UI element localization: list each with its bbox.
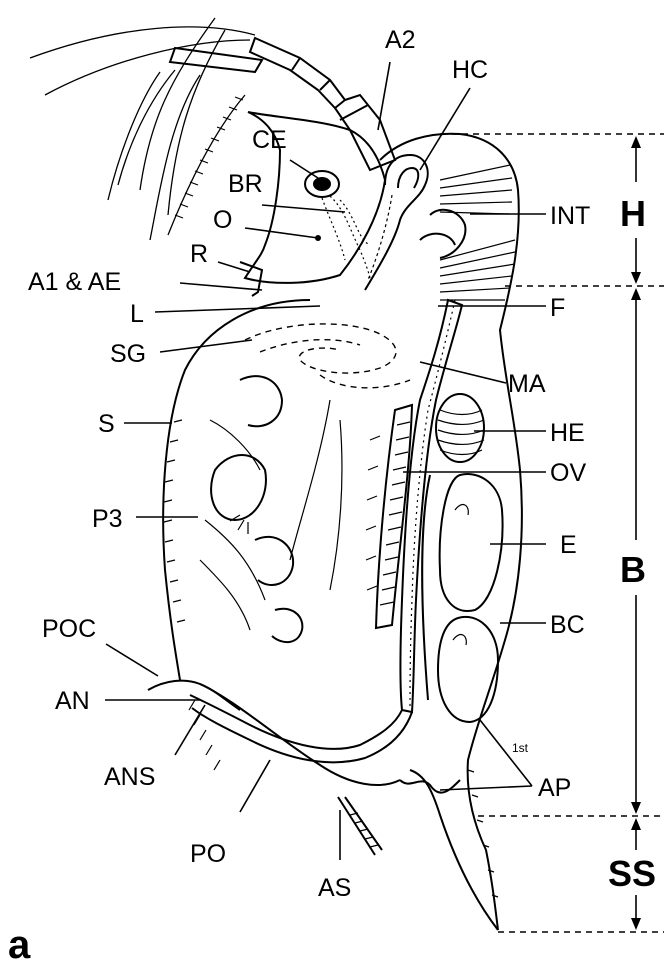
label-ov: OV	[550, 459, 586, 487]
shell-gland	[245, 324, 410, 388]
label-ans: ANS	[104, 763, 155, 791]
label-bc: BC	[550, 611, 585, 639]
label-ma: MA	[508, 370, 546, 398]
muscles	[440, 165, 515, 300]
thoracic-limbs	[200, 376, 342, 642]
label-o: O	[213, 206, 232, 234]
label-a2: A2	[385, 26, 416, 54]
label-hc: HC	[452, 56, 488, 84]
label-an: AN	[55, 687, 90, 715]
region-label-head: H	[620, 193, 646, 234]
daphnia-drawing	[30, 18, 522, 930]
label-br: BR	[228, 170, 263, 198]
label-po: PO	[190, 840, 226, 868]
label-p3: P3	[92, 505, 123, 533]
label-a1ae: A1 & AE	[28, 268, 121, 296]
gut	[190, 155, 465, 762]
label-l: L	[130, 300, 144, 328]
eye-pigment	[313, 177, 331, 191]
label-first: 1st	[512, 741, 529, 755]
label-e: E	[560, 531, 577, 559]
label-ap: AP	[538, 774, 571, 802]
region-label-body: B	[620, 549, 646, 590]
label-r: R	[190, 240, 208, 268]
label-s: S	[98, 410, 115, 438]
label-as: AS	[318, 874, 351, 902]
region-label-shell-spine: SS	[608, 853, 656, 894]
heart	[436, 394, 484, 462]
label-poc: POC	[42, 615, 96, 643]
abdominal-setae	[338, 797, 382, 855]
label-int: INT	[550, 202, 590, 230]
label-sg: SG	[110, 340, 146, 368]
label-he: HE	[550, 419, 585, 447]
label-f: F	[550, 294, 565, 322]
label-ce: CE	[252, 126, 287, 154]
panel-letter: a	[8, 923, 31, 967]
ovary	[366, 405, 412, 628]
